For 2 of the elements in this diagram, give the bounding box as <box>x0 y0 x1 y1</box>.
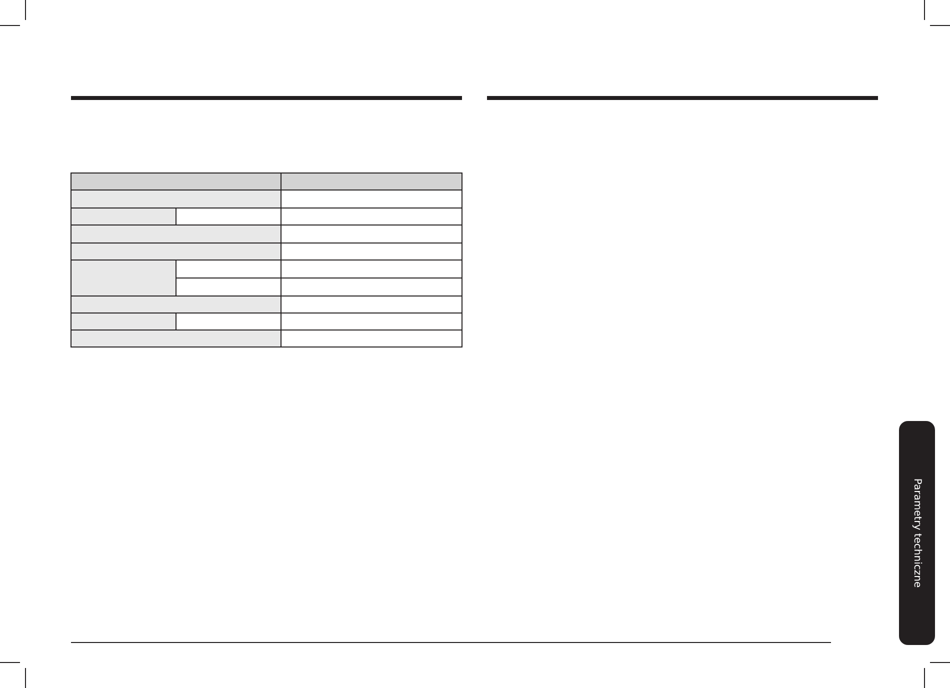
side-tab <box>899 421 935 645</box>
tab-label: Parametry techniczne <box>912 478 922 588</box>
